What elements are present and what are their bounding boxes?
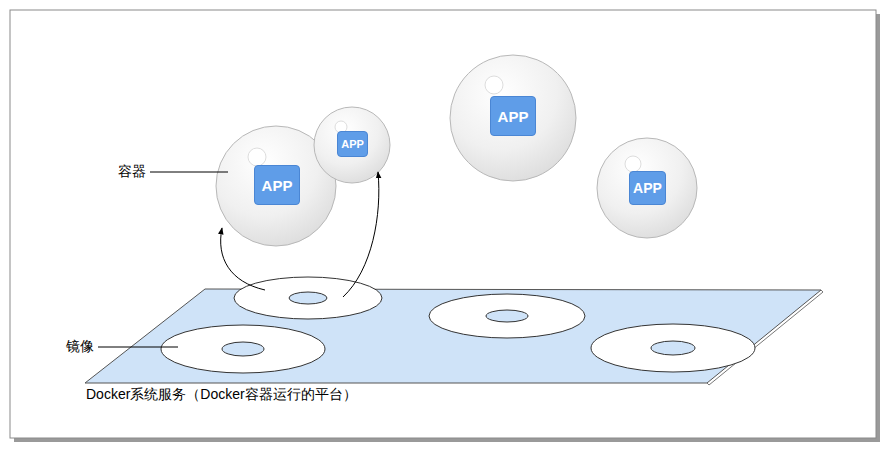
app-box: APP [337, 131, 368, 157]
app-label: APP [341, 138, 364, 150]
app-label: APP [633, 180, 662, 196]
app-label: APP [262, 177, 293, 194]
leader-line [98, 347, 178, 348]
bubble-highlights [248, 76, 641, 172]
platform-caption: Docker系统服务（Docker容器运行的平台） [86, 386, 357, 404]
app-box: APP [490, 96, 536, 136]
app-box: APP [629, 171, 666, 205]
container-label: 容器 [118, 163, 146, 181]
run-arrow [221, 228, 265, 290]
image-discs [161, 277, 755, 373]
run-arrow [343, 172, 379, 297]
container-bubbles [216, 55, 697, 246]
platform [85, 289, 821, 383]
image-label: 镜像 [66, 338, 94, 356]
app-label: APP [498, 108, 529, 125]
app-box: APP [254, 165, 300, 205]
frame [10, 10, 876, 438]
leader-line [150, 172, 228, 173]
